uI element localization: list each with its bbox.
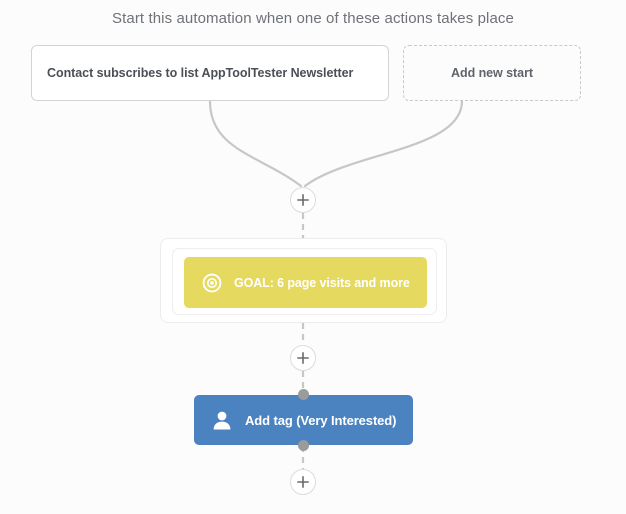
goal-step-container: GOAL: 6 page visits and more: [160, 238, 447, 323]
plus-icon: [297, 352, 309, 364]
trigger-contact-subscribes[interactable]: Contact subscribes to list AppToolTester…: [31, 45, 389, 101]
add-new-start[interactable]: Add new start: [403, 45, 581, 101]
connector-curve-right: [303, 99, 464, 188]
target-icon: [202, 273, 222, 292]
connector-curve-left: [208, 99, 303, 188]
plus-icon: [297, 194, 309, 206]
goal-step-wrapper: GOAL: 6 page visits and more: [172, 248, 437, 315]
add-step-button-bottom[interactable]: [290, 469, 316, 495]
add-step-button-top[interactable]: [290, 187, 316, 213]
start-triggers-row: Contact subscribes to list AppToolTester…: [31, 45, 595, 101]
goal-step[interactable]: GOAL: 6 page visits and more: [184, 257, 427, 308]
trigger-contact-subscribes-label: Contact subscribes to list AppToolTester…: [47, 66, 354, 80]
add-new-start-label: Add new start: [451, 66, 533, 80]
user-icon: [213, 411, 231, 430]
action-step-label: Add tag (Very Interested): [245, 412, 397, 428]
connector-dot-below-action: [298, 440, 309, 451]
action-step-add-tag[interactable]: Add tag (Very Interested): [194, 395, 413, 445]
goal-step-label: GOAL: 6 page visits and more: [234, 275, 410, 290]
add-step-button-middle[interactable]: [290, 345, 316, 371]
page-title: Start this automation when one of these …: [112, 10, 514, 27]
plus-icon: [297, 476, 309, 488]
connector-dot-above-action: [298, 389, 309, 400]
